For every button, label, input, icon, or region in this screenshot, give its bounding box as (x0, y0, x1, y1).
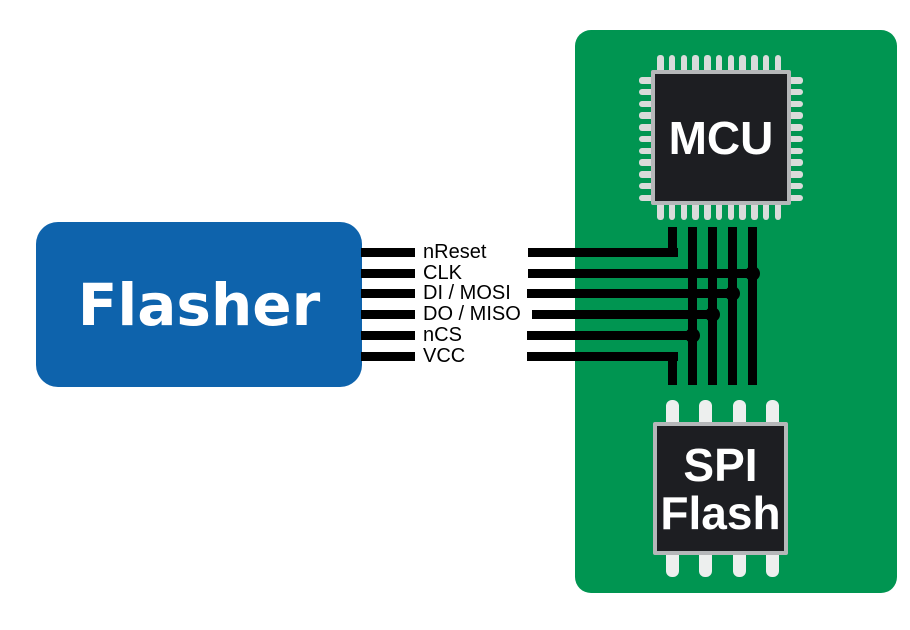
signal-label-vcc: VCC (423, 345, 466, 367)
chip-pin (739, 204, 746, 220)
chip-pin (704, 55, 711, 71)
chip-pin (704, 204, 711, 220)
chip-pin (639, 124, 652, 131)
chip-pin (639, 147, 652, 154)
do-miso-line-right (532, 310, 717, 319)
flasher-label: Flasher (77, 270, 321, 339)
chip-pin (692, 55, 699, 71)
spi-flash-chip: SPI Flash (653, 422, 788, 555)
mcu-pins-top (657, 55, 781, 71)
chip-pin (639, 112, 652, 119)
chip-pin (790, 88, 803, 96)
chip-pin (751, 204, 758, 220)
signal-label-do-miso: DO / MISO (423, 303, 521, 325)
signal-label-clk: CLK (423, 262, 462, 284)
clk-line-left (361, 269, 415, 278)
chip-pin (699, 400, 713, 423)
vcc-trace-vertical (668, 352, 677, 385)
chip-pin (739, 55, 746, 71)
chip-pin (639, 171, 652, 178)
chip-pin (762, 204, 770, 220)
chip-pin (790, 182, 803, 190)
chip-pin (639, 159, 652, 166)
chip-pin (668, 204, 676, 220)
chip-pin (765, 554, 779, 577)
chip-pin (715, 204, 723, 220)
signal-label-nreset: nReset (423, 241, 487, 263)
junction-dot-do-miso (705, 307, 720, 322)
vcc-line-left (361, 352, 415, 361)
chip-pin (790, 159, 803, 166)
chip-pin (699, 554, 713, 577)
chip-pin (639, 194, 652, 201)
chip-pin (790, 124, 803, 131)
di-mosi-line-right (527, 289, 737, 298)
spi-flash-label-line1: SPI (683, 438, 758, 491)
do-miso-trace-vertical (708, 227, 717, 385)
chip-pin (692, 204, 699, 220)
chip-pin (639, 88, 652, 96)
chip-pin (666, 400, 679, 423)
chip-pin (732, 400, 746, 423)
chip-pin (790, 171, 803, 178)
chip-pin (657, 204, 664, 220)
ncs-line-right (527, 331, 697, 340)
junction-dot-clk (745, 266, 760, 281)
chip-pin (790, 77, 803, 84)
chip-pin (639, 100, 652, 107)
chip-pin (732, 554, 746, 577)
signal-label-ncs: nCS (423, 324, 462, 346)
chip-pin (668, 55, 676, 71)
do-miso-line-left (361, 310, 415, 319)
chip-pin (774, 55, 781, 71)
chip-pin (715, 55, 723, 71)
flasher-box: Flasher (36, 222, 362, 387)
chip-pin (790, 147, 803, 154)
spi-flash-pins-bottom (666, 554, 779, 577)
nreset-line-left (361, 248, 415, 257)
mcu-pins-bottom (657, 204, 781, 220)
chip-pin (774, 204, 781, 220)
chip-pin (680, 55, 687, 71)
chip-pin (751, 55, 758, 71)
nreset-line-right (528, 248, 678, 257)
spi-flash-label-line2: Flash (660, 486, 781, 539)
junction-dot-ncs (685, 328, 700, 343)
chip-pin (680, 204, 687, 220)
chip-pin (727, 204, 734, 220)
nreset-trace-vertical (668, 227, 677, 257)
chip-pin (727, 55, 734, 71)
chip-pin (762, 55, 770, 71)
mcu-pins-left (639, 77, 652, 201)
chip-pin (639, 77, 652, 84)
di-mosi-trace-vertical (728, 227, 737, 385)
chip-pin (790, 135, 803, 143)
mcu-pins-right (790, 77, 803, 201)
clk-trace-vertical (748, 227, 757, 385)
clk-line-right (528, 269, 757, 278)
signal-label-di-mosi: DI / MOSI (423, 282, 511, 304)
ncs-trace-vertical (688, 227, 697, 385)
chip-pin (790, 194, 803, 201)
di-mosi-line-left (361, 289, 415, 298)
chip-pin (657, 55, 664, 71)
vcc-line-right (527, 352, 678, 361)
spi-flash-pins-top (666, 400, 779, 423)
chip-pin (790, 100, 803, 107)
junction-dot-di-mosi (725, 286, 740, 301)
chip-pin (790, 112, 803, 119)
ncs-line-left (361, 331, 415, 340)
chip-pin (639, 135, 652, 143)
mcu-label: MCU (668, 111, 774, 164)
chip-pin (666, 554, 679, 577)
mcu-chip: MCU (651, 70, 791, 205)
chip-pin (639, 182, 652, 190)
chip-pin (765, 400, 779, 423)
